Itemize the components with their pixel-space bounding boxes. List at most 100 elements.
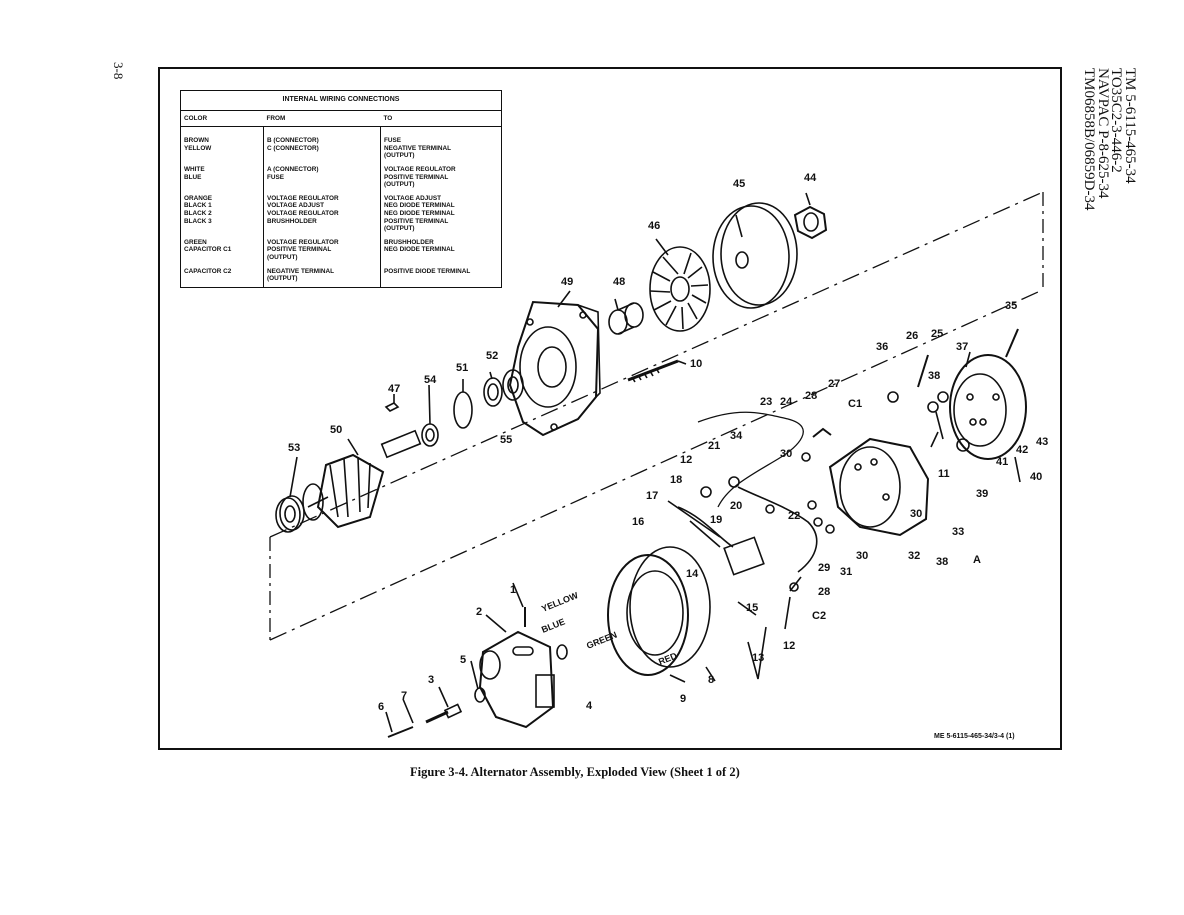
column-header-from: FROM [263,110,381,128]
collar-54 [421,423,439,447]
key-47 [384,402,400,412]
callout-39: 39 [976,488,988,500]
wire-label-blue: BLUE [540,616,566,634]
end-cover-2 [478,630,555,729]
cell-from: VOLTAGE REGULATOR [263,188,381,203]
callout-8: 8 [708,674,714,686]
callout-24: 24 [780,396,793,408]
cell-to: POSITIVE TERMINAL(OUTPUT) [384,217,449,233]
cell-to: NEG DIODE TERMINAL [384,209,455,217]
callout-38-lower: 38 [936,556,948,568]
callout-6: 6 [378,701,384,713]
cell-from: VOLTAGE REGULATOR [263,232,381,247]
callout-46: 46 [648,220,660,232]
callout-C1: C1 [848,398,862,410]
cell-color: YELLOW [180,144,264,160]
cell-color: BLUE [180,173,264,189]
callout-33: 33 [952,526,964,538]
cell-to: POSITIVE TERMINAL(OUTPUT) [384,173,449,189]
cell-to: VOLTAGE REGULATOR [384,165,456,173]
callout-16: 16 [632,516,644,528]
callout-47: 47 [388,383,400,395]
callout-36: 36 [876,341,888,353]
document-id: TO35C2-3-446-2 [1108,68,1125,173]
callout-32: 32 [908,550,920,562]
cell-from: VOLTAGE ADJUST [263,202,381,210]
callout-15: 15 [746,602,758,614]
callout-14: 14 [686,568,699,580]
cell-from: POSITIVE TERMINAL(OUTPUT) [263,246,381,262]
callout-43: 43 [1036,436,1048,448]
callout-9: 9 [680,693,686,705]
callout-50: 50 [330,424,342,436]
callout-27: 27 [828,378,840,390]
callout-40: 40 [1030,471,1042,483]
cell-from: FUSE [263,173,381,189]
callout-31: 31 [840,566,852,578]
callout-34: 34 [730,430,743,442]
callout-52: 52 [486,350,498,362]
cell-color: CAPACITOR C2 [180,261,264,288]
callout-17: 17 [646,490,658,502]
rear-cover-43 [949,354,1027,460]
alternator-exploded-drawing: 44 45 46 48 49 10 52 51 54 47 55 50 53 3… [269,172,1048,738]
cell-from: A (CONNECTOR) [263,159,381,174]
callout-10: 10 [690,358,702,370]
stator-9 [607,546,711,676]
callout-26: 26 [906,330,918,342]
table-title: INTERNAL WIRING CONNECTIONS [180,90,502,111]
regulator-15 [723,536,765,576]
cell-to: POSITIVE DIODE TERMINAL [384,267,471,275]
figure-frame [158,67,1062,750]
cell-color: BLACK 1 [180,202,264,210]
callout-12-lower: 12 [783,640,795,652]
nut-44 [793,205,828,240]
callout-49: 49 [561,276,573,288]
art-identifier: ME 5-6115-465-34/3-4 (1) [934,733,1015,740]
cell-color: CAPACITOR C1 [180,246,264,262]
column-header-to: TO [380,110,502,128]
page-number: 3-8 [111,62,126,80]
callout-30-upper: 30 [780,448,792,460]
cell-to: NEGATIVE TERMINAL(OUTPUT) [384,144,451,160]
document-id: TM 5-6115-465-34 [1122,68,1138,184]
cell-from: B (CONNECTOR) [263,126,381,145]
pulley-45 [712,202,798,309]
callout-1: 1 [510,584,516,596]
callout-18: 18 [670,474,682,486]
callout-53: 53 [288,442,300,454]
cell-color: GREEN [180,232,264,247]
cell-color: ORANGE [180,188,264,203]
bolt-10 [627,359,679,383]
callout-13: 13 [752,652,764,664]
wire-label-red: RED [657,650,679,667]
callout-35: 35 [1005,300,1017,312]
cell-to: VOLTAGE ADJUST [384,194,442,202]
callout-C2: C2 [812,610,826,622]
callout-45: 45 [733,178,745,190]
callout-44: 44 [804,172,817,184]
callout-12-upper: 12 [680,454,692,466]
cell-color: BROWN [180,126,264,145]
callout-25: 25 [931,328,943,340]
front-housing-49 [508,300,601,437]
callout-51: 51 [456,362,468,374]
callout-38-upper: 38 [928,370,940,382]
callout-11: 11 [938,468,950,480]
callout-48: 48 [613,276,625,288]
callout-54: 54 [424,374,437,386]
fan-46 [649,246,711,332]
callout-30-right: 30 [910,508,922,520]
callout-5: 5 [460,654,466,666]
callout-21: 21 [708,440,720,452]
column-header-color: COLOR [180,110,264,128]
rotor-50 [302,429,422,529]
callout-30-lower: 30 [856,550,868,562]
callout-2: 2 [476,606,482,618]
